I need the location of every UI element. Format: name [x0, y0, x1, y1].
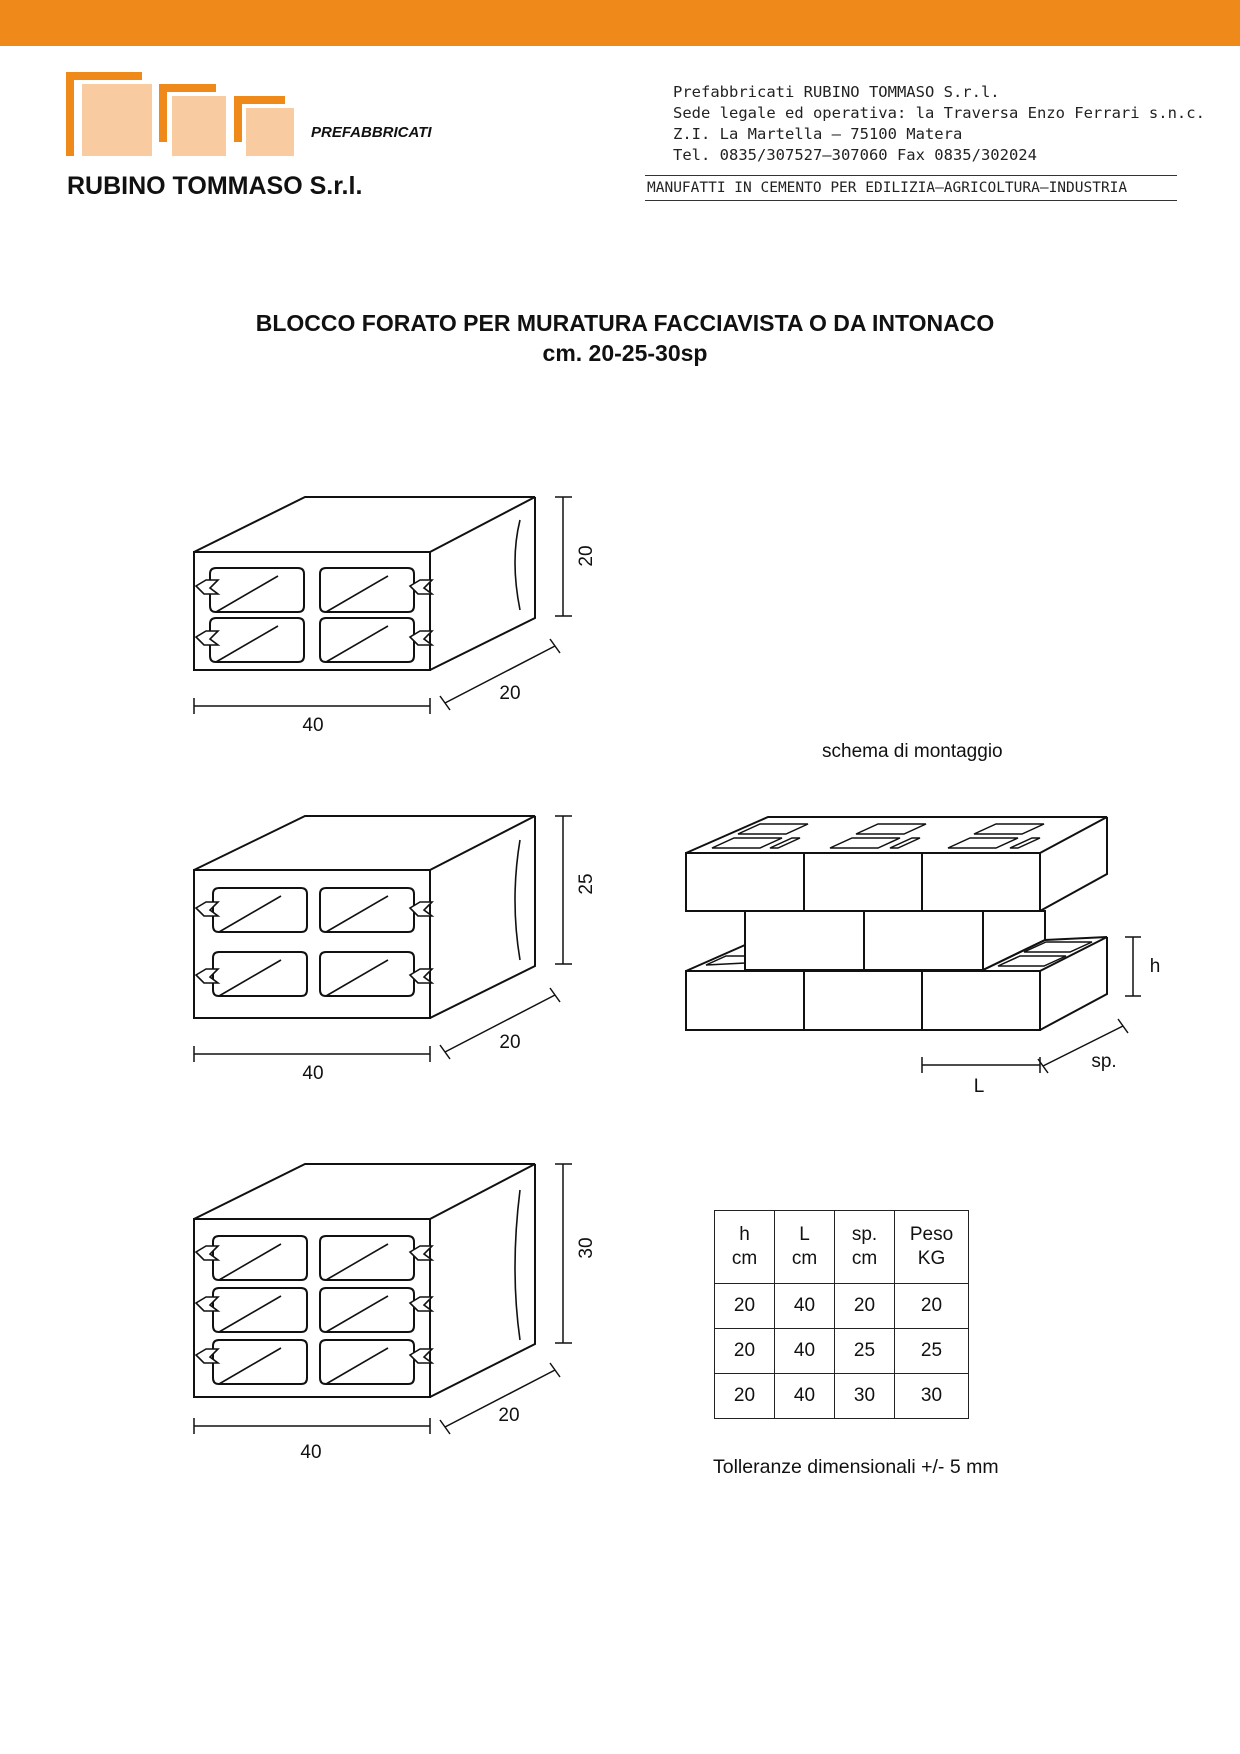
table-cell: 20	[714, 1373, 775, 1419]
document-title: BLOCCO FORATO PER MURATURA FACCIAVISTA O…	[255, 310, 995, 336]
table-cell: 20	[714, 1328, 775, 1374]
block-width-label: 40	[302, 1063, 323, 1084]
block-height-label: 30	[576, 1237, 597, 1258]
address-line: Z.I. La Martella — 75100 Matera	[673, 125, 963, 143]
table-cell: 40	[774, 1373, 835, 1419]
table-cell: 30	[834, 1373, 895, 1419]
block-height-label: 25	[576, 873, 597, 894]
table-row: 20 40 30 30	[714, 1373, 969, 1419]
table-cell: 20	[834, 1283, 895, 1329]
header-unit: KG	[917, 1248, 946, 1269]
company-name: RUBINO TOMMASO S.r.l.	[67, 172, 363, 200]
header-sp: sp. cm	[834, 1210, 895, 1284]
top-orange-bar	[0, 0, 1240, 46]
header-unit: cm	[851, 1248, 878, 1269]
table-cell: 40	[774, 1328, 835, 1374]
company-logo: PREFABBRICATI	[64, 70, 484, 210]
table-row: 20 40 20 20	[714, 1283, 969, 1329]
header-text: L	[799, 1224, 810, 1245]
company-tagline: MANUFATTI IN CEMENTO PER EDILIZIA—AGRICO…	[645, 175, 1177, 201]
header-unit: cm	[731, 1248, 758, 1269]
block-width-label: 40	[302, 715, 323, 736]
header-h: h cm	[714, 1210, 775, 1284]
tolerance-note: Tolleranze dimensionali +/- 5 mm	[713, 1456, 999, 1478]
block-depth-label: 20	[498, 1405, 519, 1426]
table-cell: 40	[774, 1283, 835, 1329]
montage-scheme-label: schema di montaggio	[822, 741, 1003, 762]
block-drawing-30	[193, 1163, 572, 1435]
block-depth-label: 20	[499, 683, 520, 704]
address-line: Tel. 0835/307527—307060 Fax 0835/302024	[673, 146, 1037, 164]
header-unit: cm	[791, 1248, 818, 1269]
block-drawing-20	[193, 496, 572, 714]
logo-squares	[66, 72, 294, 156]
header-text: Peso	[909, 1224, 954, 1245]
address-line: Prefabbricati RUBINO TOMMASO S.r.l.	[673, 83, 1000, 101]
logo-tagline: PREFABBRICATI	[311, 124, 432, 141]
montage-scheme-drawing	[685, 816, 1141, 1074]
table-cell: 25	[894, 1328, 969, 1374]
document-subtitle: cm. 20-25-30sp	[542, 340, 708, 366]
montage-h-label: h	[1150, 956, 1161, 977]
block-drawing-25	[193, 815, 572, 1062]
company-address: Prefabbricati RUBINO TOMMASO S.r.l. Sede…	[673, 82, 1205, 166]
block-depth-label: 20	[499, 1032, 520, 1053]
table-row: 20 40 25 25	[714, 1328, 969, 1374]
table-cell: 25	[834, 1328, 895, 1374]
block-width-label: 40	[300, 1442, 321, 1463]
block-height-label: 20	[576, 545, 597, 566]
header-text: sp.	[851, 1224, 878, 1245]
header-text: h	[739, 1224, 750, 1245]
table-cell: 20	[894, 1283, 969, 1329]
address-line: Sede legale ed operativa: la Traversa En…	[673, 104, 1205, 122]
table-cell: 30	[894, 1373, 969, 1419]
montage-sp-label: sp.	[1091, 1051, 1116, 1072]
table-cell: 20	[714, 1283, 775, 1329]
montage-l-label: L	[974, 1076, 985, 1097]
